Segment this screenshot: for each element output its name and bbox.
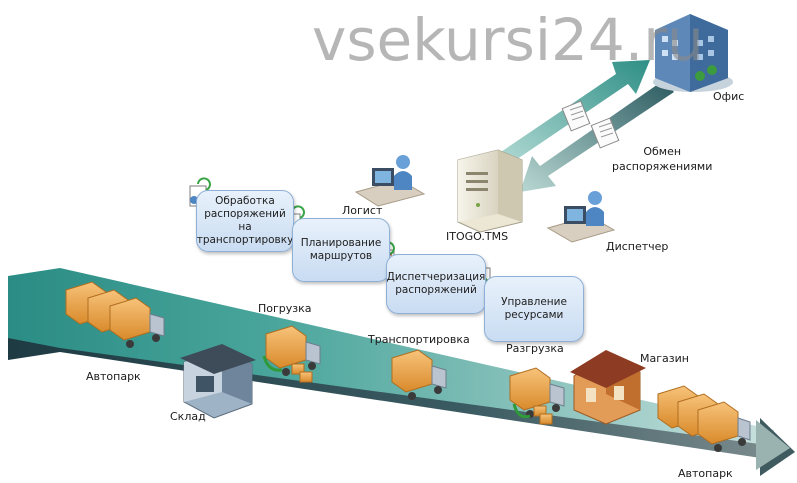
truck-convoy-icon (65, 281, 165, 348)
office-label: Офис (713, 90, 745, 103)
process-step-dispatching: Диспетчеризация распоряжений (386, 254, 486, 314)
loading-truck-icon (262, 325, 321, 383)
loading-label: Погрузка (258, 302, 312, 315)
office-building-icon (653, 14, 733, 92)
transport-label: Транспортировка (368, 333, 470, 346)
document-icon (590, 117, 620, 149)
truck-convoy-icon (657, 385, 751, 452)
dispatcher-person-icon (546, 191, 616, 243)
process-step-label: Планирование маршрутов (300, 237, 382, 262)
process-step-label: Диспетчеризация распоряжений (386, 271, 486, 296)
watermark: vsekursi24.ru (312, 6, 704, 74)
depot-end-label: Автопарк (678, 467, 733, 480)
process-step-order-processing: Обработка распоряжений на транспортировк… (196, 190, 294, 252)
logist-person-icon (354, 155, 426, 207)
process-step-route-planning: Планирование маршрутов (292, 218, 390, 282)
process-step-label: Обработка распоряжений на транспортировк… (196, 195, 294, 246)
dispatcher-label: Диспетчер (606, 240, 669, 253)
server-icon (457, 149, 523, 233)
unloading-truck-icon (509, 367, 565, 425)
transport-truck-icon (391, 349, 447, 400)
exchange-label: Обмен распоряжениями (612, 145, 713, 173)
store-label: Магазин (640, 352, 689, 365)
logist-label: Логист (342, 204, 383, 217)
document-icon (561, 100, 591, 132)
warehouse-label: Склад (170, 410, 206, 423)
warehouse-icon (180, 344, 256, 419)
process-step-resource-management: Управление ресурсами (484, 276, 584, 342)
store-icon (570, 350, 646, 425)
unloading-label: Разгрузка (506, 342, 564, 355)
server-label: ITOGO.TMS (446, 230, 509, 243)
exchange-arrows (492, 60, 674, 192)
depot-start-label: Автопарк (86, 370, 141, 383)
process-step-label: Управление ресурсами (501, 296, 567, 321)
